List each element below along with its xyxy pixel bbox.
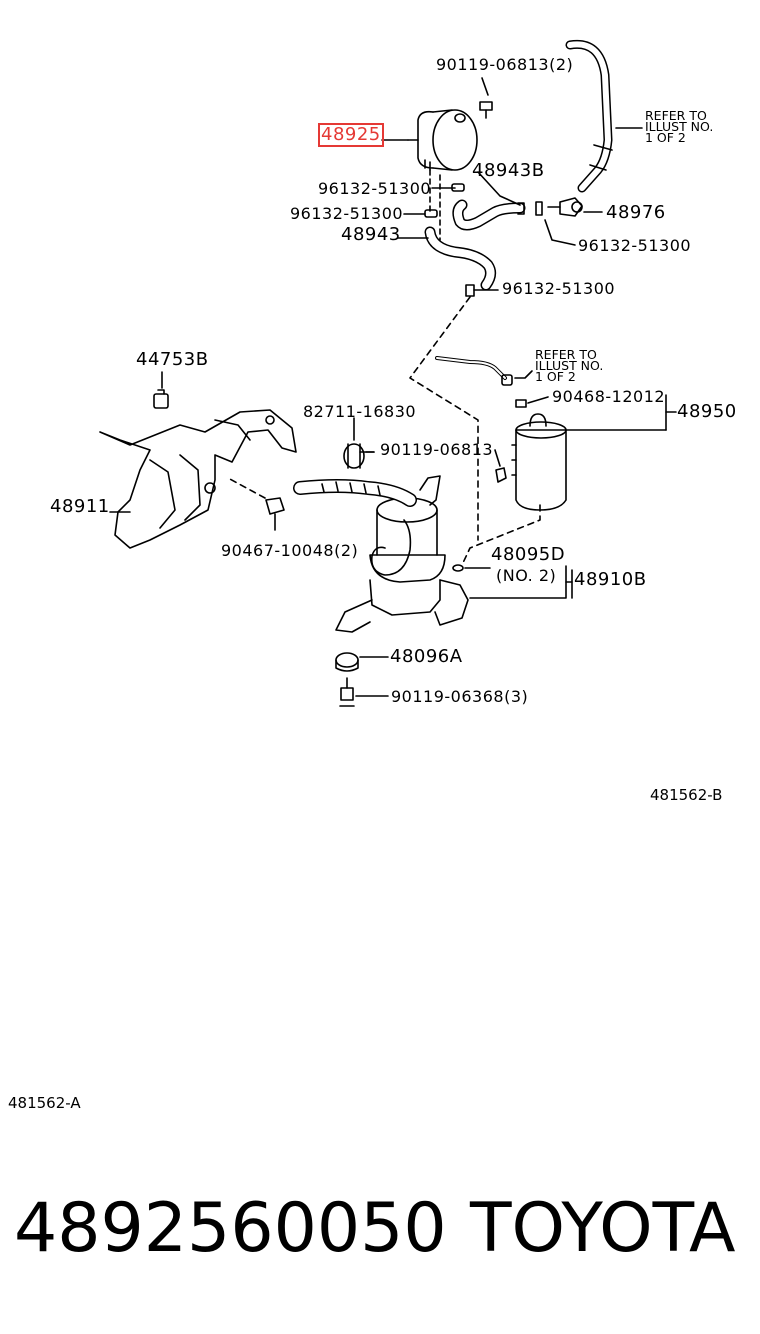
label-90119-06813-2: 90119-06813(2) xyxy=(436,55,574,74)
sensor-48950-drawing xyxy=(511,399,667,511)
clip-44753b-drawing xyxy=(153,371,169,409)
label-48096a: 48096A xyxy=(390,646,463,667)
bracket-48911-drawing xyxy=(99,409,297,549)
refer-to-illust-note-top: REFER TO ILLUST NO. 1 OF 2 xyxy=(645,108,714,145)
label-96132-51300-b: 96132-51300 xyxy=(290,204,404,223)
mount-48096a-drawing xyxy=(335,652,389,672)
label-90119-06813: 90119-06813 xyxy=(380,440,494,459)
label-82711-16830: 82711-16830 xyxy=(303,402,417,421)
clip-90467-drawing xyxy=(265,497,285,531)
label-48950: 48950 xyxy=(677,401,737,422)
clamp-82711-drawing xyxy=(343,417,375,469)
label-48976: 48976 xyxy=(606,202,666,223)
illustration-code-a: 481562-A xyxy=(8,1094,81,1112)
bolt-bottom-drawing xyxy=(339,677,389,707)
label-48943b: 48943B xyxy=(472,160,545,181)
canister-48925-drawing xyxy=(407,109,478,171)
fitting-48976-drawing xyxy=(535,197,583,217)
label-no-2: (NO. 2) xyxy=(496,566,557,585)
highlighted-part-48925[interactable]: 48925 xyxy=(318,123,384,147)
label-48910b: 48910B xyxy=(574,569,647,590)
label-48095d: 48095D xyxy=(491,544,566,565)
label-90119-06368-3: 90119-06368(3) xyxy=(391,687,529,706)
illustration-code-b: 481562-B xyxy=(650,786,723,804)
clamp-center xyxy=(465,284,499,297)
label-96132-51300-a: 96132-51300 xyxy=(318,179,432,198)
footer-part-number: 4892560050 xyxy=(14,1189,447,1268)
label-44753b: 44753B xyxy=(136,349,209,370)
label-96132-51300-d: 96132-51300 xyxy=(502,279,616,298)
label-48911: 48911 xyxy=(50,496,110,517)
label-96132-51300-c: 96132-51300 xyxy=(578,236,692,255)
bolt-drawing-top xyxy=(479,77,493,119)
label-90467-10048-2: 90467-10048(2) xyxy=(221,541,359,560)
footer-brand: TOYOTA xyxy=(470,1189,736,1268)
clamp-small-2 xyxy=(424,209,438,218)
bolt-mid xyxy=(494,449,507,483)
label-90468-12012: 90468-12012 xyxy=(552,387,666,406)
refer-to-illust-note-mid: REFER TO ILLUST NO. 1 OF 2 xyxy=(535,347,604,384)
label-48943: 48943 xyxy=(341,224,401,245)
